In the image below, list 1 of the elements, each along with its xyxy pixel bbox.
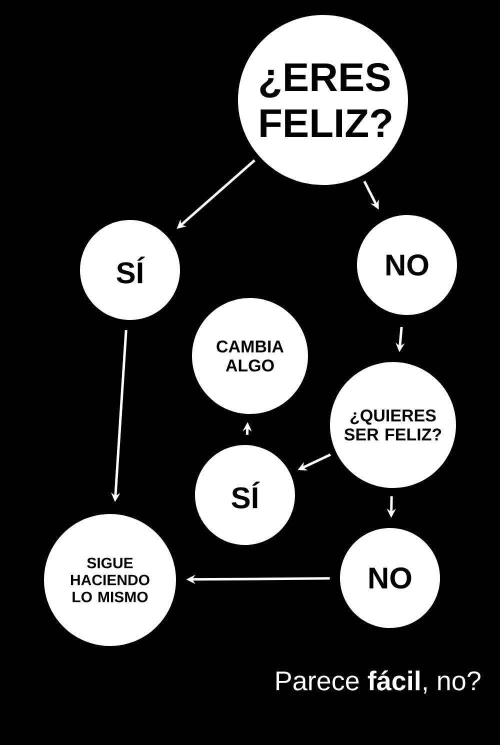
note-text: Parece fácil, no? [276, 670, 480, 694]
